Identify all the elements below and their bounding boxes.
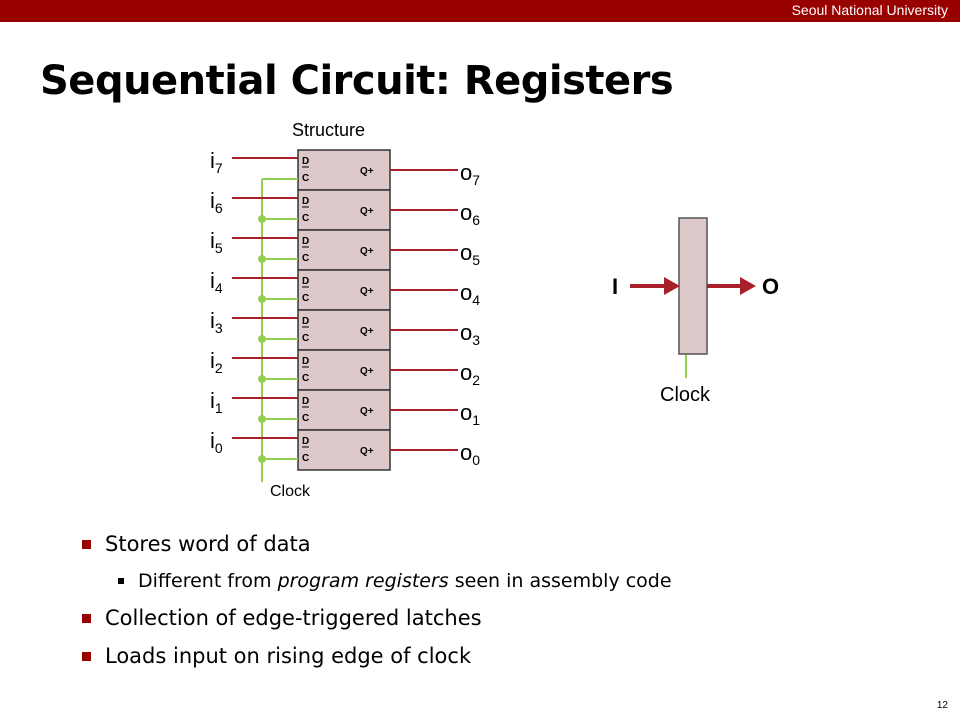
clock-junction-dot bbox=[258, 295, 266, 303]
bullet-marker-icon bbox=[82, 651, 91, 661]
input-label: i1 bbox=[210, 388, 223, 416]
clock-junction-dot bbox=[258, 455, 266, 463]
bullet-text: Collection of edge-triggered latches bbox=[105, 606, 482, 630]
bullet-text: Loads input on rising edge of clock bbox=[105, 644, 471, 668]
latch-c-label: C bbox=[302, 413, 309, 424]
output-label: o3 bbox=[460, 320, 480, 348]
register-symbol-box bbox=[678, 217, 708, 355]
latch-c-label: C bbox=[302, 453, 309, 464]
bullet-text: Different from program registers seen in… bbox=[138, 570, 672, 592]
latch-q-label: Q+ bbox=[360, 406, 374, 417]
bullet-item: Different from program registers seen in… bbox=[118, 570, 672, 592]
latch-box bbox=[297, 429, 391, 471]
latch-box bbox=[297, 229, 391, 271]
input-label: i4 bbox=[210, 268, 223, 296]
input-label: i5 bbox=[210, 228, 223, 256]
header-bar: Seoul National University bbox=[0, 0, 960, 22]
symbol-clock-label: Clock bbox=[660, 384, 711, 406]
latch-d-label: D bbox=[302, 276, 309, 287]
clock-junction-dot bbox=[258, 415, 266, 423]
latch-c-label: C bbox=[302, 173, 309, 184]
latch-c-label: C bbox=[302, 293, 309, 304]
bullet-item: Loads input on rising edge of clock bbox=[82, 644, 672, 668]
latch-d-label: D bbox=[302, 316, 309, 327]
output-label: o1 bbox=[460, 400, 480, 428]
latch-c-label: C bbox=[302, 333, 309, 344]
clock-junction-dot bbox=[258, 375, 266, 383]
symbol-input-arrowhead bbox=[664, 277, 680, 295]
latch-box bbox=[297, 149, 391, 191]
bullet-text-part: seen in assembly code bbox=[448, 570, 672, 592]
latch-d-label: D bbox=[302, 396, 309, 407]
bullet-text-part: Stores word of data bbox=[105, 532, 311, 556]
latch-q-label: Q+ bbox=[360, 326, 374, 337]
latch-d-label: D bbox=[302, 436, 309, 447]
output-label: o7 bbox=[460, 160, 480, 188]
latch-q-label: Q+ bbox=[360, 166, 374, 177]
input-label: i3 bbox=[210, 308, 223, 336]
institution-name: Seoul National University bbox=[791, 2, 948, 18]
latch-box bbox=[297, 389, 391, 431]
clock-label: Clock bbox=[270, 483, 311, 500]
clock-junction-dot bbox=[258, 255, 266, 263]
output-label: o4 bbox=[460, 280, 480, 308]
slide-title: Sequential Circuit: Registers bbox=[40, 58, 674, 104]
bullet-text-part: Different from bbox=[138, 570, 278, 592]
input-label: i2 bbox=[210, 348, 223, 376]
bullet-emphasis: program registers bbox=[277, 570, 449, 592]
latch-d-label: D bbox=[302, 196, 309, 207]
latch-box bbox=[297, 189, 391, 231]
bullet-marker-icon bbox=[118, 578, 124, 584]
bullet-item: Collection of edge-triggered latches bbox=[82, 606, 672, 630]
latch-c-label: C bbox=[302, 253, 309, 264]
bullet-text-part: Loads input on rising edge of clock bbox=[105, 644, 472, 668]
latch-d-label: D bbox=[302, 156, 309, 167]
latch-c-label: C bbox=[302, 213, 309, 224]
clock-junction-dot bbox=[258, 215, 266, 223]
output-label: o0 bbox=[460, 440, 480, 468]
latch-q-label: Q+ bbox=[360, 366, 374, 377]
latch-q-label: Q+ bbox=[360, 286, 374, 297]
latch-q-label: Q+ bbox=[360, 246, 374, 257]
latch-box bbox=[297, 309, 391, 351]
bullet-marker-icon bbox=[82, 613, 91, 623]
output-label: o6 bbox=[460, 200, 480, 228]
input-label: i0 bbox=[210, 428, 223, 456]
latch-q-label: Q+ bbox=[360, 446, 374, 457]
bullet-text: Stores word of data bbox=[105, 532, 311, 556]
output-label: o5 bbox=[460, 240, 480, 268]
bullet-item: Stores word of data bbox=[82, 532, 672, 556]
latch-c-label: C bbox=[302, 373, 309, 384]
latch-d-label: D bbox=[302, 236, 309, 247]
latch-box bbox=[297, 349, 391, 391]
latch-q-label: Q+ bbox=[360, 206, 374, 217]
input-label: i6 bbox=[210, 188, 223, 216]
input-label: i7 bbox=[210, 148, 223, 176]
symbol-output-label: O bbox=[762, 274, 779, 299]
output-label: o2 bbox=[460, 360, 480, 388]
clock-junction-dot bbox=[258, 335, 266, 343]
page-number: 12 bbox=[936, 700, 948, 711]
symbol-input-label: I bbox=[612, 274, 618, 299]
latch-box bbox=[297, 269, 391, 311]
bullet-marker-icon bbox=[82, 539, 91, 549]
symbol-output-arrowhead bbox=[740, 277, 756, 295]
bullet-text-part: Collection of edge-triggered latches bbox=[105, 606, 482, 630]
latch-d-label: D bbox=[302, 356, 309, 367]
structure-heading: Structure bbox=[292, 120, 365, 140]
